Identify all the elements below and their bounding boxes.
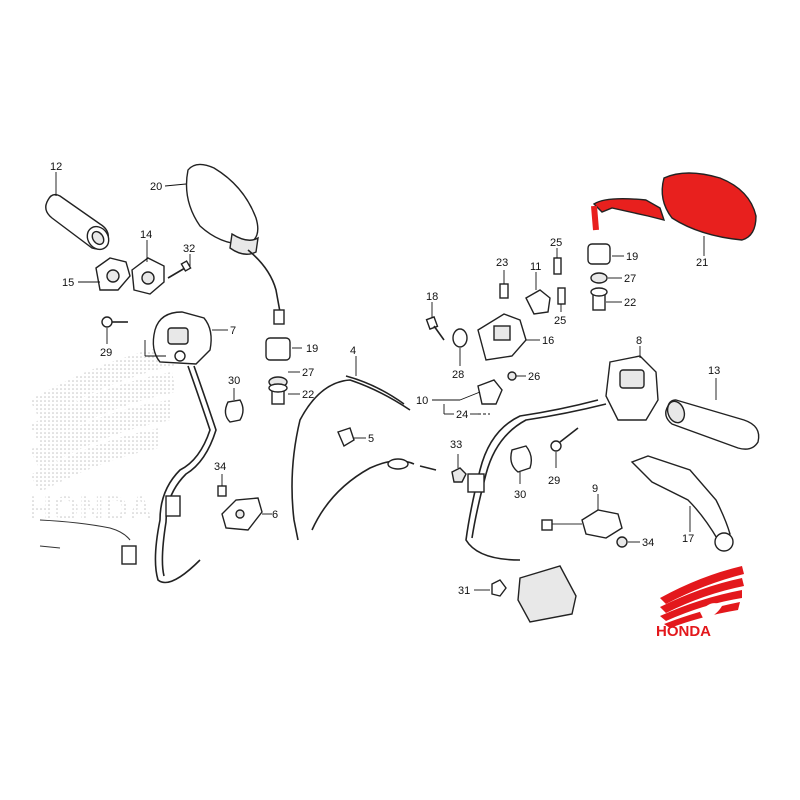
callout-26: 26 xyxy=(528,371,540,383)
screw-29-right[interactable] xyxy=(550,427,579,452)
master-cylinder-16[interactable] xyxy=(477,313,527,361)
callout-14: 14 xyxy=(140,229,152,241)
callout-12: 12 xyxy=(50,161,62,173)
screw-29-left[interactable] xyxy=(101,316,128,328)
callout-24: 24 xyxy=(456,409,468,421)
clamp-30-left[interactable] xyxy=(224,399,244,423)
washer-28[interactable] xyxy=(452,328,468,348)
right-mirror-stem-parts[interactable] xyxy=(587,243,611,311)
callout-25-bottom: 25 xyxy=(554,315,566,327)
callout-27-right: 27 xyxy=(624,273,636,285)
switch-assembly-10[interactable] xyxy=(432,379,503,415)
right-switch-housing[interactable] xyxy=(605,355,659,421)
bracket-9[interactable] xyxy=(541,509,623,539)
clamp-30-right[interactable] xyxy=(510,445,533,473)
nut-33[interactable] xyxy=(451,467,467,483)
right-grip[interactable] xyxy=(665,399,760,450)
left-mirror[interactable] xyxy=(185,163,285,325)
callout-28: 28 xyxy=(452,369,464,381)
handlebar-holder[interactable] xyxy=(95,257,165,295)
screw-23[interactable] xyxy=(499,283,509,299)
callout-33: 33 xyxy=(450,439,462,451)
left-switch-housing[interactable] xyxy=(152,311,212,365)
callout-29-left: 29 xyxy=(100,347,112,359)
brake-lever-17[interactable] xyxy=(630,455,734,552)
callout-27-left: 27 xyxy=(302,367,314,379)
honda-logo: HONDA xyxy=(656,566,744,640)
callout-34-right: 34 xyxy=(642,537,654,549)
callout-30-right: 30 xyxy=(514,489,526,501)
callout-4: 4 xyxy=(350,345,356,357)
callout-6: 6 xyxy=(272,509,278,521)
bolt-32[interactable] xyxy=(167,260,192,279)
callout-29-right: 29 xyxy=(548,475,560,487)
screws-25[interactable] xyxy=(553,257,566,305)
right-switch-cable xyxy=(465,399,607,561)
bolt-18[interactable] xyxy=(425,316,445,341)
relay-box[interactable] xyxy=(491,565,577,623)
callout-13: 13 xyxy=(708,365,720,377)
bracket-6[interactable] xyxy=(221,497,263,531)
clutch-cable[interactable] xyxy=(291,375,411,541)
watermark-wing-logo: HONDA xyxy=(28,345,176,528)
clip-5[interactable] xyxy=(337,427,355,448)
callout-18: 18 xyxy=(426,291,438,303)
left-grip[interactable] xyxy=(45,193,113,254)
callout-22-right: 22 xyxy=(624,297,636,309)
callout-8: 8 xyxy=(636,335,642,347)
callout-22-left: 22 xyxy=(302,389,314,401)
callout-31: 31 xyxy=(458,585,470,597)
callout-19-left: 19 xyxy=(306,343,318,355)
nut-26[interactable] xyxy=(507,371,517,381)
left-switch-cable xyxy=(39,365,217,584)
callout-11: 11 xyxy=(530,261,541,273)
throttle-cable[interactable] xyxy=(311,458,437,531)
callout-17: 17 xyxy=(682,533,694,545)
callouts: 12 20 14 32 15 7 29 19 27 22 30 34 6 4 5 xyxy=(50,161,720,597)
screw-34-left[interactable] xyxy=(217,485,227,497)
honda-brand-text: HONDA xyxy=(656,623,711,640)
honda-wing-icon xyxy=(660,566,744,628)
callout-5: 5 xyxy=(368,433,374,445)
callout-19-right: 19 xyxy=(626,251,638,263)
callout-20: 20 xyxy=(150,181,162,193)
callout-30-left: 30 xyxy=(228,375,240,387)
callout-15: 15 xyxy=(62,277,74,289)
right-mirror-highlighted[interactable] xyxy=(591,172,757,241)
callout-9: 9 xyxy=(592,483,598,495)
screw-34-right[interactable] xyxy=(616,536,628,548)
callout-21: 21 xyxy=(696,257,708,269)
callout-23: 23 xyxy=(496,257,508,269)
callout-34-left: 34 xyxy=(214,461,226,473)
callout-7: 7 xyxy=(230,325,236,337)
callout-32: 32 xyxy=(183,243,195,255)
watermark-text: HONDA xyxy=(28,490,153,528)
left-mirror-stem-parts[interactable] xyxy=(265,337,291,405)
callout-10: 10 xyxy=(416,395,428,407)
switch-11[interactable] xyxy=(525,289,551,315)
callout-25-top: 25 xyxy=(550,237,562,249)
callout-16: 16 xyxy=(542,335,554,347)
